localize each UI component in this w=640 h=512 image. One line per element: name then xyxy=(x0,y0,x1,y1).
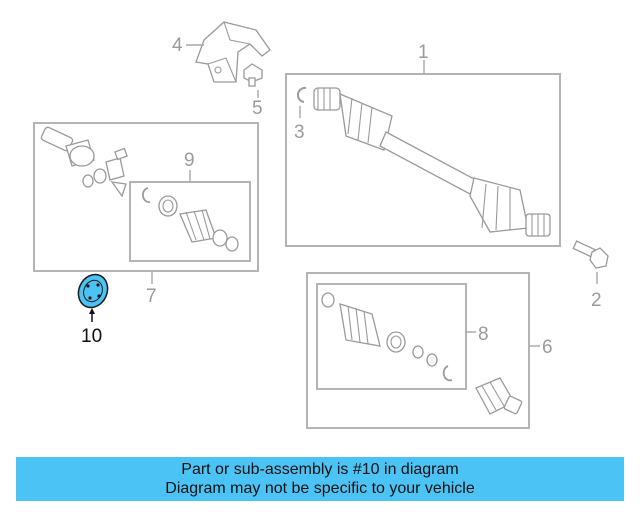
callout-6[interactable]: 6 xyxy=(542,337,553,358)
banner-line-1: Part or sub-assembly is #10 in diagram xyxy=(181,461,459,478)
part-1-axle-shaft[interactable] xyxy=(313,87,551,237)
part-4-heat-shield[interactable] xyxy=(195,21,271,83)
callout-3[interactable]: 3 xyxy=(294,122,305,143)
callout-7[interactable]: 7 xyxy=(146,286,157,307)
banner-line-2: Diagram may not be specific to your vehi… xyxy=(165,480,475,497)
info-banner: Part or sub-assembly is #10 in diagram D… xyxy=(16,457,624,501)
part-5-bolt[interactable] xyxy=(243,63,263,87)
callout-1[interactable]: 1 xyxy=(418,42,429,63)
callout-5[interactable]: 5 xyxy=(252,98,263,119)
leader-10-arrow xyxy=(89,308,95,314)
part-2-axle-bolt[interactable] xyxy=(572,240,609,269)
part-3-snap-ring[interactable] xyxy=(296,86,307,103)
assembly-box-6 xyxy=(306,272,530,429)
part-6-outer-joint[interactable] xyxy=(475,377,523,415)
assembly-box-7 xyxy=(33,122,259,272)
callout-4[interactable]: 4 xyxy=(172,35,183,56)
callout-2[interactable]: 2 xyxy=(591,290,602,311)
callout-8[interactable]: 8 xyxy=(478,324,489,345)
callout-10[interactable]: 10 xyxy=(81,326,102,347)
part-9-boot-kit[interactable] xyxy=(142,187,239,252)
assembly-box-8 xyxy=(316,283,467,390)
assembly-box-1 xyxy=(285,73,561,247)
part-7-inner-joint[interactable] xyxy=(40,126,128,198)
callout-9[interactable]: 9 xyxy=(184,150,195,171)
part-8-boot-kit[interactable] xyxy=(321,292,453,382)
part-10-highlighted[interactable] xyxy=(73,270,113,313)
